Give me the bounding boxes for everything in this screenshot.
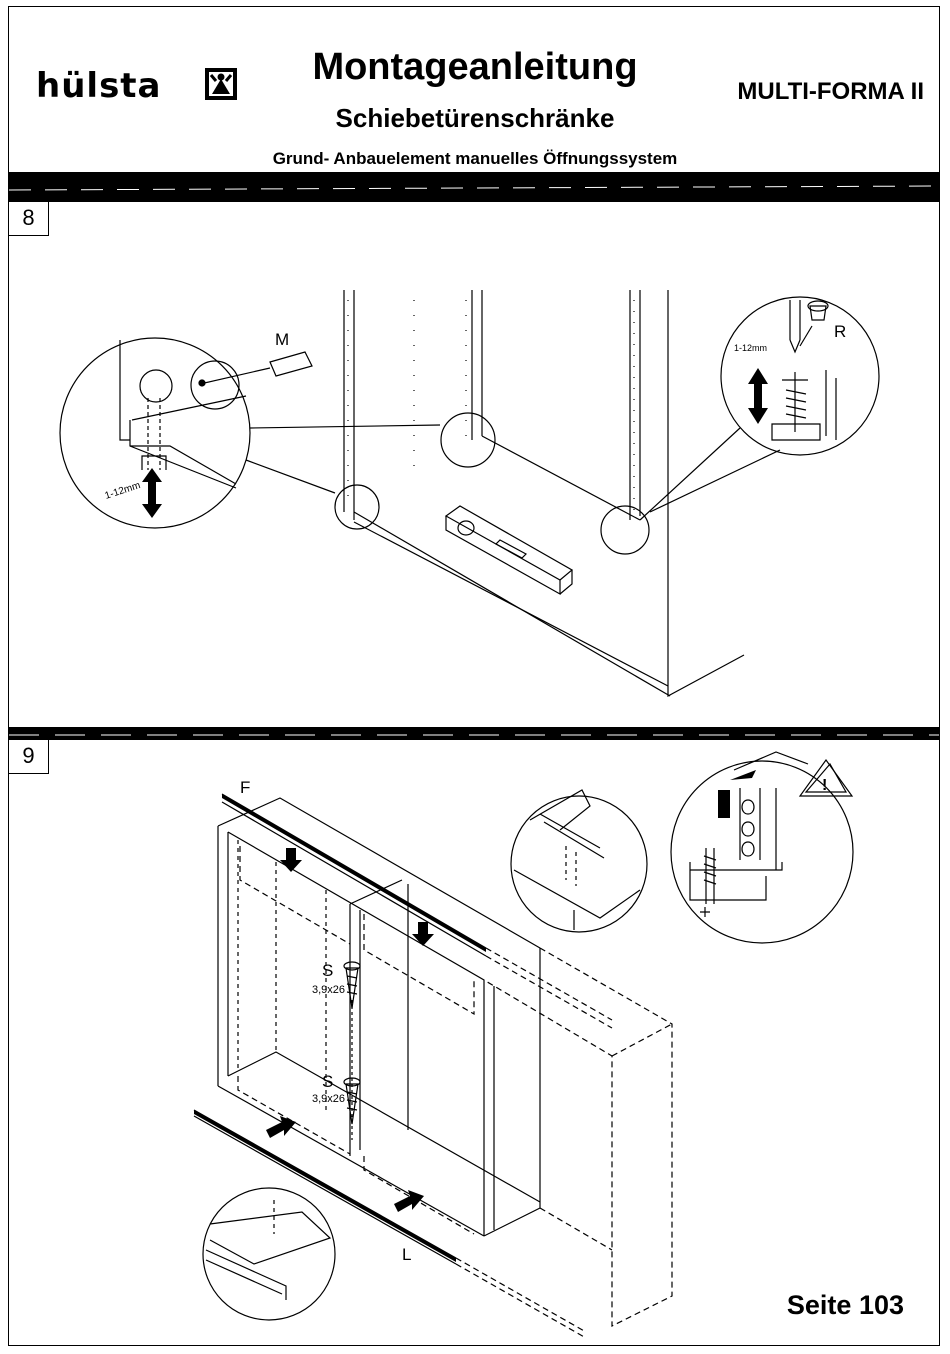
page-number: Seite 103 <box>787 1290 904 1321</box>
size-s-upper: 3,9x26 <box>312 984 345 996</box>
label-f: F <box>240 778 250 797</box>
size-s-lower: 3,9x26 <box>312 1093 345 1105</box>
warning-icon: ! <box>822 777 827 794</box>
label-s-upper: S <box>322 961 333 980</box>
label-l: L <box>402 1245 411 1264</box>
label-s-lower: S <box>322 1072 333 1091</box>
